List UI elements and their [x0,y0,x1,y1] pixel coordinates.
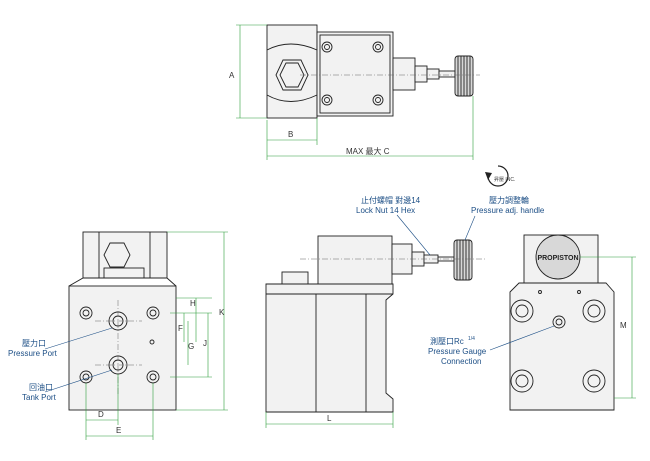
brand-logo: PROPISTON [537,255,578,262]
dim-d: D [98,410,104,419]
top-view-cartridge [392,57,416,91]
rotation-label: 昇壓 INC. [494,177,515,183]
dim-k: K [219,308,225,317]
gauge-label-en-1: Pressure Gauge [428,347,487,356]
pressure-handle-label-zh: 壓力調整輪 [489,195,529,205]
lock-nut-label-en: Lock Nut 14 Hex [356,206,415,215]
dim-max-c: MAX 最大 C [346,146,390,156]
pressure-port-label-zh: 壓力口 [22,338,46,348]
dim-g: G [188,342,194,351]
bolt-hole-icon [79,306,93,320]
gauge-label-en-2: Connection [441,357,481,366]
front-view-hex-nut [103,242,131,268]
dim-b: B [288,130,293,139]
top-view-curve [266,43,318,102]
gauge-port-icon [552,315,566,329]
bolt-hole-icon [582,369,606,393]
dim-l: L [327,414,332,423]
side-view-nut [281,271,309,285]
side-view: L 止付螺帽 對邊14 Lock Nut 14 Hex 壓力調整輪 Pressu… [265,195,545,428]
dim-a: A [229,71,235,80]
lock-nut-label-zh: 止付螺帽 對邊14 [361,195,421,205]
front-view: K H F G J D E 壓力口 Pressure Port 回油口 Tank… [8,231,228,440]
side-view-upper-body [317,235,393,285]
side-view-base [265,283,394,413]
dim-j: J [203,339,207,348]
bolt-icon [321,41,333,53]
dim-f: F [178,324,183,333]
bolt-hole-icon [146,306,160,320]
tank-port-label-zh: 回油口 [29,382,53,392]
gauge-label-zh: 測壓口Rc [430,336,464,346]
end-view-base [509,282,615,411]
tank-port-label-en: Tank Port [22,393,57,402]
bolt-hole-icon [510,299,534,323]
end-view: PROPISTON M 測壓口Rc 1/4 Pressure Gauge Con… [428,234,636,411]
bolt-icon [321,94,333,106]
bolt-hole-icon [582,299,606,323]
pressure-port-label-en: Pressure Port [8,349,58,358]
bolt-icon [372,94,384,106]
bolt-icon [372,41,384,53]
bolt-hole-icon [510,369,534,393]
dim-m: M [620,321,627,330]
dim-h: H [190,299,196,308]
front-view-base [68,285,177,411]
gauge-label-frac: 1/4 [468,336,475,342]
dim-e: E [116,426,121,435]
top-view: A B MAX 最大 C [229,24,480,160]
pressure-handle-label-en: Pressure adj. handle [471,206,545,215]
rotation-direction-icon: 昇壓 INC. [485,165,515,187]
